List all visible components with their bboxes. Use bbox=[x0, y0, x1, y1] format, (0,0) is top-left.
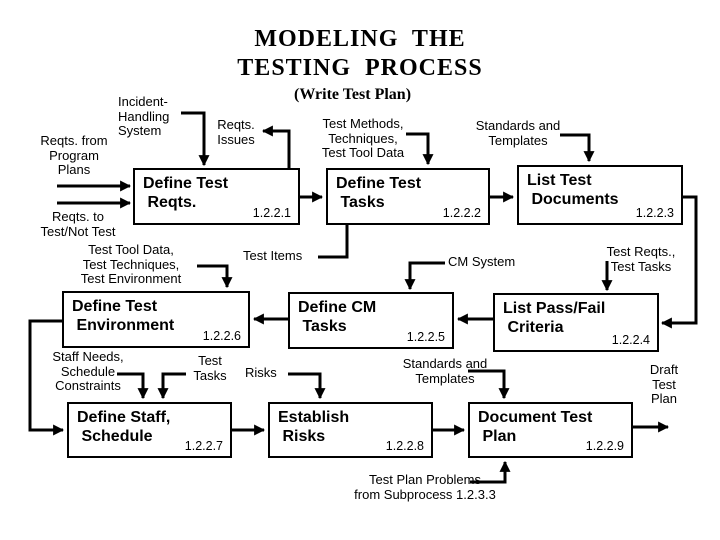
connector-documents-to-criteria bbox=[660, 195, 698, 329]
connector-environment-to-staff bbox=[28, 319, 65, 436]
connector-test-tool-data bbox=[197, 264, 233, 289]
flow-label-standards-top: Standards and Templates bbox=[475, 118, 561, 148]
process-box-establish-risks: Establish Risks 1.2.2.8 bbox=[268, 402, 433, 458]
flow-label-test-tasks: Test Tasks bbox=[193, 353, 227, 383]
diagram-subtitle: (Write Test Plan) bbox=[293, 86, 412, 103]
connector-standards-top bbox=[560, 133, 595, 163]
connector-incident-handling bbox=[181, 111, 210, 167]
process-box-label: Define CM Tasks bbox=[298, 299, 377, 336]
process-box-number: 1.2.2.5 bbox=[406, 330, 445, 344]
flow-label-test-reqts-tasks: Test Reqts., Test Tasks bbox=[606, 244, 676, 274]
process-box-label: Document Test Plan bbox=[478, 409, 593, 446]
process-box-define-cm-tasks: Define CM Tasks 1.2.2.5 bbox=[288, 292, 454, 349]
process-box-label: Define Test Environment bbox=[72, 298, 175, 335]
process-box-define-test-tasks: Define Test Tasks 1.2.2.2 bbox=[326, 168, 490, 225]
process-box-define-test-environment: Define Test Environment 1.2.2.6 bbox=[62, 291, 250, 348]
process-box-define-test-reqts: Define Test Reqts. 1.2.2.1 bbox=[133, 168, 300, 225]
flow-label-draft-test-plan: Draft Test Plan bbox=[649, 362, 679, 407]
connector-test-items bbox=[318, 225, 349, 259]
connector-staff-needs bbox=[117, 372, 149, 400]
process-box-label: Establish Risks bbox=[278, 409, 350, 446]
connector-reqts-issues bbox=[261, 125, 291, 168]
connector-risks bbox=[288, 372, 326, 400]
process-box-number: 1.2.2.7 bbox=[184, 439, 223, 453]
process-box-list-pass-fail-criteria: List Pass/Fail Criteria 1.2.2.4 bbox=[493, 293, 659, 352]
process-box-label: Define Test Reqts. bbox=[143, 175, 229, 212]
flow-label-cm-system: CM System bbox=[448, 254, 516, 269]
connector-standards-bottom bbox=[468, 369, 510, 400]
flow-label-test-plan-problems: Test Plan Problems from Subprocess 1.2.3… bbox=[354, 472, 496, 502]
flow-label-reqts-issues: Reqts. Issues bbox=[217, 117, 255, 147]
process-box-number: 1.2.2.1 bbox=[252, 206, 291, 220]
flow-label-reqts-to-test: Reqts. to Test/Not Test bbox=[40, 209, 116, 239]
connector-test-tasks bbox=[157, 372, 186, 400]
process-box-label: Define Staff, Schedule bbox=[77, 409, 171, 446]
flow-label-standards-bottom: Standards and Templates bbox=[402, 356, 488, 386]
process-box-number: 1.2.2.9 bbox=[585, 439, 624, 453]
process-box-label: List Pass/Fail Criteria bbox=[503, 300, 606, 337]
process-box-label: List Test Documents bbox=[527, 172, 619, 209]
flow-label-test-methods: Test Methods, Techniques, Test Tool Data bbox=[321, 116, 405, 161]
process-box-document-test-plan: Document Test Plan 1.2.2.9 bbox=[468, 402, 633, 458]
process-box-label: Define Test Tasks bbox=[336, 175, 422, 212]
flow-label-test-items: Test Items bbox=[243, 248, 303, 263]
process-box-define-staff-schedule: Define Staff, Schedule 1.2.2.7 bbox=[67, 402, 232, 458]
process-box-number: 1.2.2.3 bbox=[635, 206, 674, 220]
process-box-list-test-documents: List Test Documents 1.2.2.3 bbox=[517, 165, 683, 225]
connector-test-plan-problems bbox=[470, 460, 511, 484]
diagram-title-line2: TESTING PROCESS bbox=[237, 55, 483, 81]
flow-label-test-tool-data: Test Tool Data, Test Techniques, Test En… bbox=[80, 242, 182, 287]
process-box-number: 1.2.2.8 bbox=[385, 439, 424, 453]
process-box-number: 1.2.2.6 bbox=[202, 329, 241, 343]
process-box-number: 1.2.2.2 bbox=[442, 206, 481, 220]
flow-label-risks: Risks bbox=[245, 365, 277, 380]
diagram-title-line1: MODELING THE bbox=[254, 26, 466, 52]
process-box-number: 1.2.2.4 bbox=[611, 333, 650, 347]
flow-label-reqts-from-plans: Reqts. from Program Plans bbox=[40, 133, 108, 178]
connector-cm-system bbox=[404, 261, 445, 291]
flow-label-incident-handling: Incident- Handling System bbox=[118, 94, 170, 139]
flow-label-staff-needs: Staff Needs, Schedule Constraints bbox=[52, 349, 124, 394]
connector-test-methods bbox=[406, 132, 434, 166]
